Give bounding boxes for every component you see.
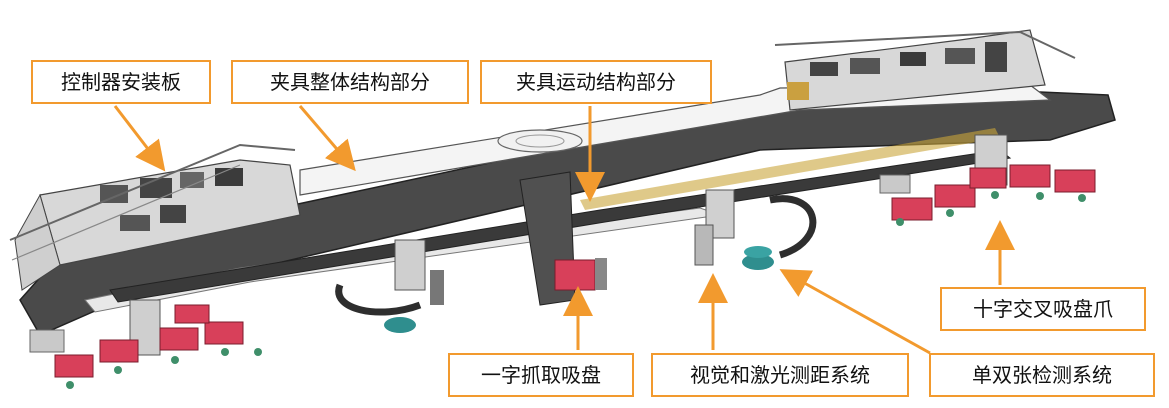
label-cross-suction-gripper: 十字交叉吸盘爪 [940, 287, 1146, 331]
arrow-controller [113, 105, 166, 172]
label-fixture-structure: 夹具整体结构部分 [231, 60, 469, 104]
left-controller-plate [9, 143, 301, 291]
label-controller-plate: 控制器安装板 [31, 60, 211, 104]
label-linear-suction-cup: 一字抓取吸盘 [448, 353, 634, 397]
right-controller-plate [774, 29, 1076, 111]
central-column [519, 171, 607, 306]
label-sheet-detection: 单双张检测系统 [929, 353, 1155, 397]
left-suction-cluster [29, 299, 262, 389]
arrow-sheet [779, 269, 931, 355]
arrow-fixture [298, 105, 356, 172]
right-cross-gripper [879, 134, 1096, 226]
vision-laser-module [694, 189, 817, 270]
label-vision-laser: 视觉和激光测距系统 [651, 353, 909, 397]
label-fixture-motion: 夹具运动结构部分 [480, 60, 712, 104]
callout-arrows [113, 105, 1015, 355]
left-slider [335, 239, 444, 333]
